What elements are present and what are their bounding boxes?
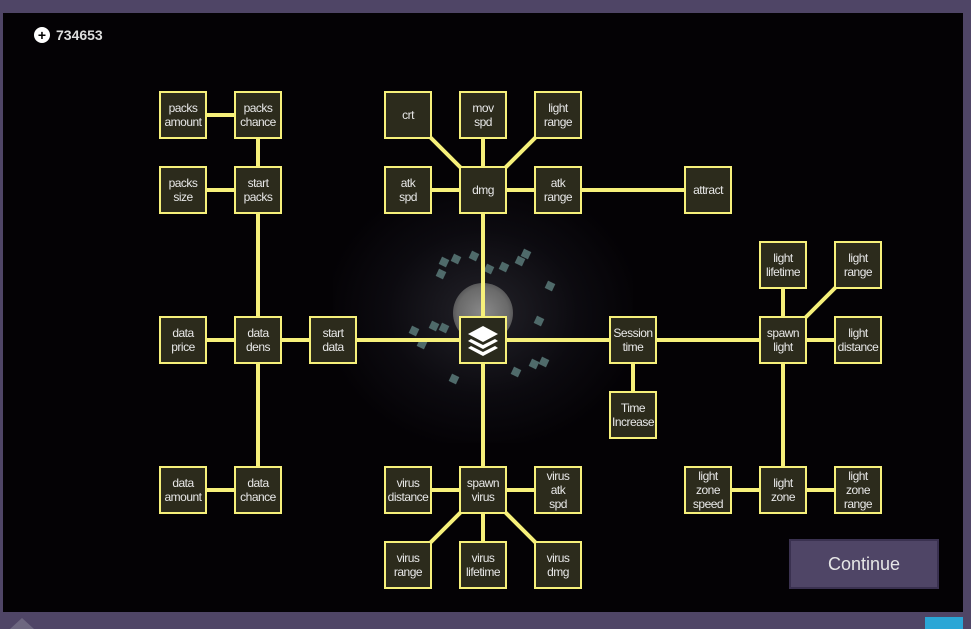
skill-node-label: Session time: [613, 326, 653, 354]
skill-node-label: data price: [171, 326, 195, 354]
engine-logo-icon: [10, 618, 34, 629]
skill-node-label: Time Increase: [611, 401, 655, 429]
skill-node-label: start data: [322, 326, 344, 354]
skill-node-dmg[interactable]: dmg: [459, 166, 507, 214]
currency-display: + 734653: [34, 27, 103, 43]
corner-button[interactable]: [925, 617, 963, 629]
skill-node-virus-atk-spd[interactable]: virus atk spd: [534, 466, 582, 514]
skill-node-label: atk spd: [399, 176, 417, 204]
skill-node-light-distance[interactable]: light distance: [834, 316, 882, 364]
skill-node-data-dens[interactable]: data dens: [234, 316, 282, 364]
skill-node-label: atk range: [543, 176, 573, 204]
skill-node-label: packs chance: [240, 101, 276, 129]
skill-node-label: light lifetime: [765, 251, 801, 279]
skill-node-label: light distance: [837, 326, 879, 354]
skill-node-label: crt: [402, 108, 414, 122]
layers-icon: [468, 326, 498, 356]
skill-node-label: virus range: [393, 551, 423, 579]
skill-node-packs-chance[interactable]: packs chance: [234, 91, 282, 139]
plus-hexagon-icon: +: [34, 27, 50, 43]
skill-tree-screen: packs amount packs chance packs size start …: [3, 13, 963, 612]
skill-node-label: packs amount: [164, 101, 202, 129]
skill-node-virus-lifetime[interactable]: virus lifetime: [459, 541, 507, 589]
skill-node-atk-range[interactable]: atk range: [534, 166, 582, 214]
skill-node-mov-spd[interactable]: mov spd: [459, 91, 507, 139]
skill-node-label: light zone speed: [692, 469, 724, 511]
skill-node-label: virus dmg: [546, 551, 570, 579]
skill-node-label: light zone: [770, 476, 796, 504]
skill-node-label: virus atk spd: [546, 469, 570, 511]
skill-node-light-zone-range[interactable]: light zone range: [834, 466, 882, 514]
skill-node-label: data amount: [164, 476, 202, 504]
skill-node-start-data[interactable]: start data: [309, 316, 357, 364]
skill-node-spawn-virus[interactable]: spawn virus: [459, 466, 507, 514]
continue-button[interactable]: Continue: [789, 539, 939, 589]
skill-node-label: virus distance: [387, 476, 429, 504]
skill-node-light-zone[interactable]: light zone: [759, 466, 807, 514]
skill-node-label: attract: [693, 183, 723, 197]
skill-node-label: start packs: [243, 176, 273, 204]
skill-node-light-range-top[interactable]: light range: [534, 91, 582, 139]
skill-node-packs-size[interactable]: packs size: [159, 166, 207, 214]
skill-node-label: spawn virus: [466, 476, 500, 504]
skill-node-virus-range[interactable]: virus range: [384, 541, 432, 589]
skill-node-label: spawn light: [766, 326, 800, 354]
skill-node-time-increase[interactable]: Time Increase: [609, 391, 657, 439]
skill-node-atk-spd[interactable]: atk spd: [384, 166, 432, 214]
skill-node-label: mov spd: [472, 101, 494, 129]
skill-node-data-price[interactable]: data price: [159, 316, 207, 364]
skill-node-label: data dens: [245, 326, 271, 354]
skill-node-crt[interactable]: crt: [384, 91, 432, 139]
skill-node-light-lifetime[interactable]: light lifetime: [759, 241, 807, 289]
skill-node-label: packs size: [168, 176, 198, 204]
skill-node-virus-distance[interactable]: virus distance: [384, 466, 432, 514]
skill-node-light-zone-speed[interactable]: light zone speed: [684, 466, 732, 514]
skill-node-spawn-light[interactable]: spawn light: [759, 316, 807, 364]
skill-node-attract[interactable]: attract: [684, 166, 732, 214]
skill-node-label: virus lifetime: [465, 551, 501, 579]
currency-value: 734653: [56, 27, 103, 43]
core-node[interactable]: [459, 316, 507, 364]
skill-node-data-chance[interactable]: data chance: [234, 466, 282, 514]
skill-node-label: light zone range: [843, 469, 873, 511]
skill-node-start-packs[interactable]: start packs: [234, 166, 282, 214]
skill-node-virus-dmg[interactable]: virus dmg: [534, 541, 582, 589]
skill-node-label: light range: [543, 101, 573, 129]
skill-node-label: data chance: [240, 476, 276, 504]
skill-node-label: dmg: [472, 183, 494, 197]
skill-node-packs-amount[interactable]: packs amount: [159, 91, 207, 139]
skill-node-label: light range: [843, 251, 873, 279]
skill-node-session-time[interactable]: Session time: [609, 316, 657, 364]
skill-node-light-range[interactable]: light range: [834, 241, 882, 289]
skill-node-data-amount[interactable]: data amount: [159, 466, 207, 514]
